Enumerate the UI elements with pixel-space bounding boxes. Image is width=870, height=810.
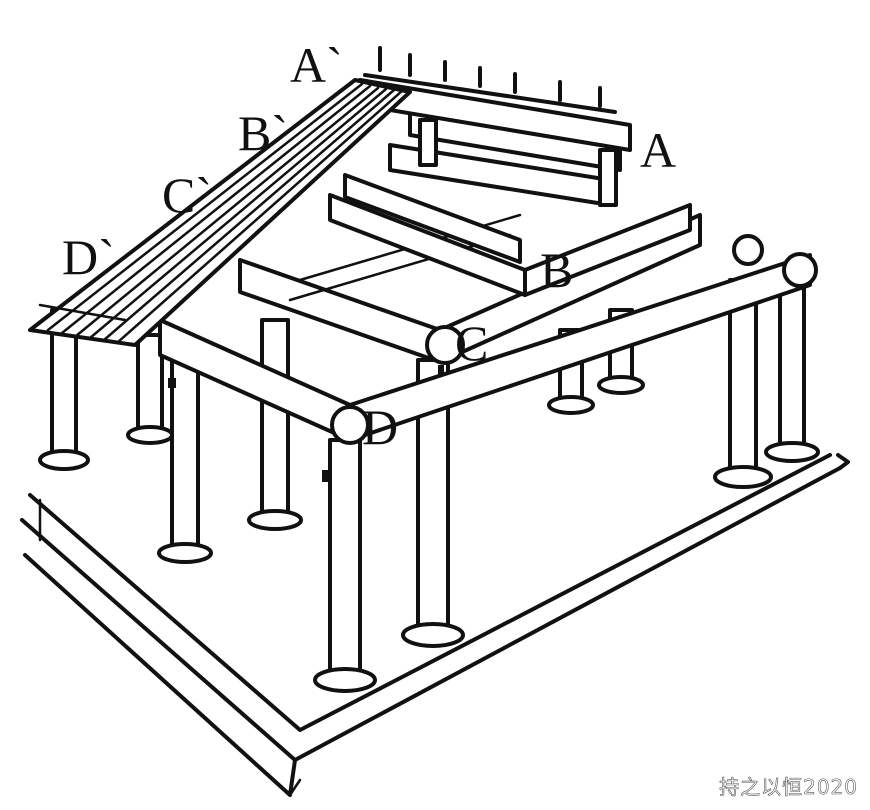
label-b: B	[540, 242, 574, 298]
label-c-prime: C`	[162, 167, 212, 223]
platform-base	[20, 453, 850, 797]
label-b-prime: B`	[238, 105, 288, 161]
column-back-row	[38, 308, 645, 471]
watermark: 持之以恒2020	[719, 775, 858, 800]
label-a-prime: A`	[290, 37, 343, 93]
beam-pegs	[168, 365, 444, 482]
label-c: C	[455, 315, 489, 371]
label-d-prime: D`	[62, 229, 115, 285]
roof-rafters	[28, 78, 412, 347]
upper-beams	[328, 78, 692, 297]
label-a: A	[640, 122, 677, 178]
ridge-rafters	[363, 46, 617, 114]
column-front-row	[157, 268, 820, 693]
label-d: D	[362, 399, 399, 455]
